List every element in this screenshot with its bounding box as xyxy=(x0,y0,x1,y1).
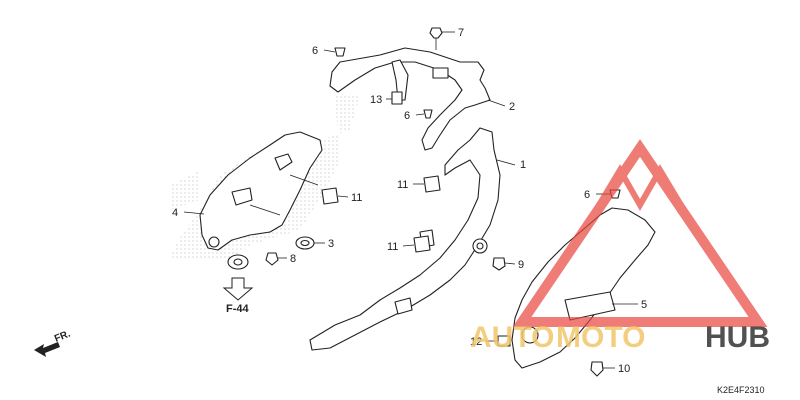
watermark-text: AUTO MOTO HUB xyxy=(470,321,770,354)
callout-3: 3 xyxy=(328,238,334,250)
front-arrow-icon xyxy=(34,342,60,357)
watermark-text-3: HUB xyxy=(705,321,770,354)
callout-5: 5 xyxy=(641,299,647,311)
background-hatch-small xyxy=(170,170,200,210)
callout-11c: 11 xyxy=(387,241,398,253)
callout-7: 7 xyxy=(458,27,464,39)
down-arrow-icon xyxy=(222,277,254,301)
clip-6b-icon xyxy=(423,109,433,119)
diagram-code: K2E4F2310 xyxy=(717,385,765,395)
fasteners xyxy=(227,27,621,377)
part-1-side-rail xyxy=(309,127,501,351)
callout-6c: 6 xyxy=(584,189,590,201)
watermark-m-icon xyxy=(587,164,693,222)
callout-4: 4 xyxy=(172,207,178,219)
direction-label: FR. xyxy=(53,328,72,344)
clip-12-icon xyxy=(497,335,511,347)
clip-6a-icon xyxy=(334,47,346,57)
nut-11a-icon xyxy=(423,175,441,193)
part-4-left-cover xyxy=(199,131,323,251)
watermark-text-1: AUTO xyxy=(470,321,554,354)
callout-11b: 11 xyxy=(351,192,362,204)
watermark-text-2: MOTO xyxy=(556,321,645,354)
nut-11b-icon xyxy=(321,187,339,205)
callout-9: 9 xyxy=(518,259,524,271)
callout-11a: 11 xyxy=(397,179,408,191)
watermark xyxy=(512,139,768,327)
callout-13: 13 xyxy=(370,94,382,106)
callout-2: 2 xyxy=(509,101,515,113)
watermark-triangle-icon xyxy=(512,139,768,327)
nut-11c-icon xyxy=(413,235,431,253)
callout-6a: 6 xyxy=(312,45,318,57)
reference-label: F-44 xyxy=(226,303,250,315)
part-2-upper-frame xyxy=(329,47,491,151)
bolt-8-icon xyxy=(265,252,279,266)
part-5-side-cover xyxy=(511,207,656,369)
bolt-9-icon xyxy=(492,257,506,271)
callout-1: 1 xyxy=(520,159,526,171)
front-direction: FR. xyxy=(34,328,72,357)
callout-8: 8 xyxy=(290,253,296,265)
clip-13-icon xyxy=(391,91,403,105)
callouts: 1 2 3 4 5 6 6 6 7 8 9 10 11 11 11 12 13 xyxy=(172,27,647,375)
callout-12: 12 xyxy=(470,336,482,348)
screw-10-icon xyxy=(590,361,604,377)
f44-reference: F-44 xyxy=(222,277,254,315)
callout-6b: 6 xyxy=(404,110,410,122)
bolt-7-icon xyxy=(429,27,443,39)
callout-10: 10 xyxy=(618,363,630,375)
